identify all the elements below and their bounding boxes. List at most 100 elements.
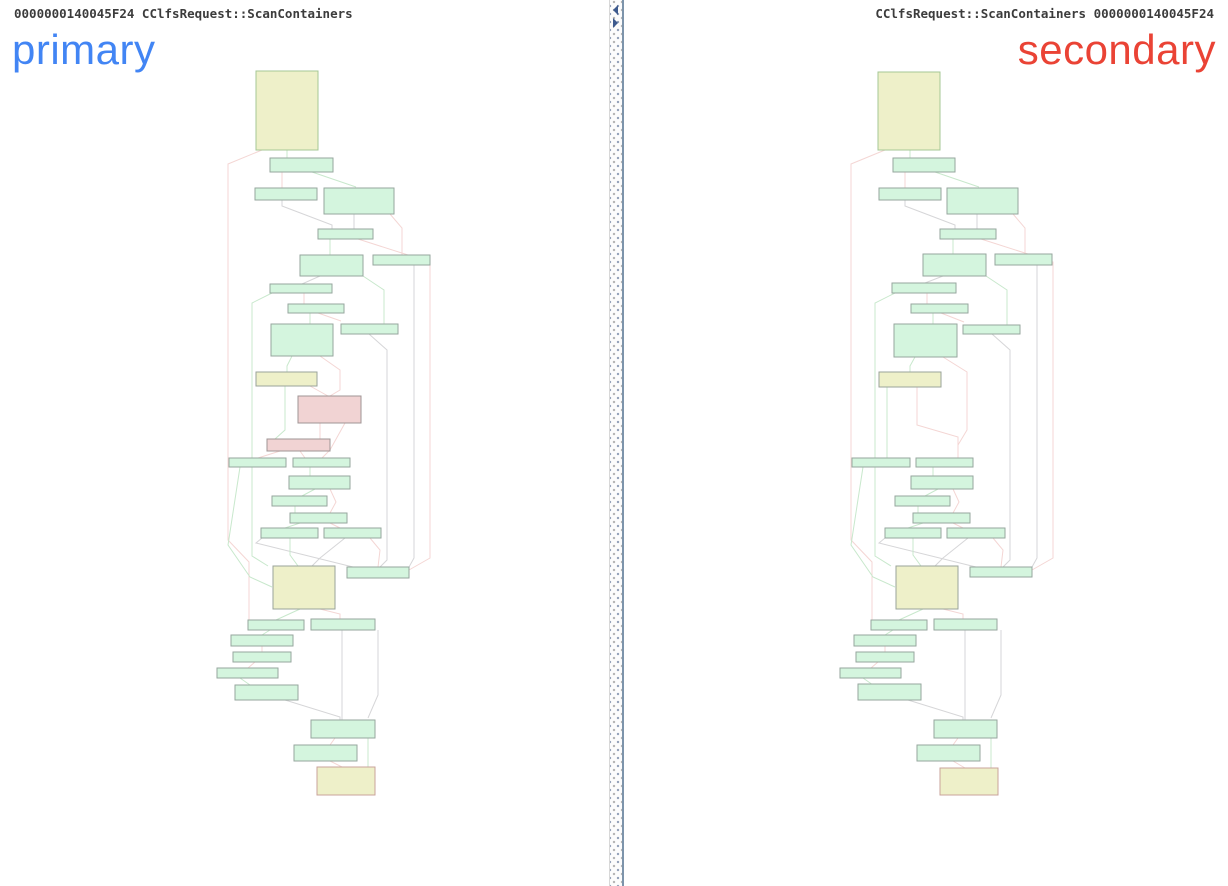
basic-block-node-g[interactable]	[289, 512, 348, 524]
primary-flow-graph	[216, 70, 431, 796]
basic-block-node-g[interactable]	[912, 512, 971, 524]
graph-edge	[311, 537, 346, 567]
basic-block-node-g[interactable]	[910, 475, 974, 490]
basic-block-node-g[interactable]	[299, 254, 364, 277]
basic-block-node-g[interactable]	[892, 157, 956, 173]
graph-edge	[251, 292, 273, 567]
basic-block-node-g[interactable]	[894, 495, 951, 507]
basic-block-node-g[interactable]	[323, 187, 395, 215]
collapse-right-arrow-icon[interactable]	[613, 18, 618, 28]
graph-edge	[317, 312, 342, 322]
graph-edge	[368, 333, 388, 568]
basic-block-node-g[interactable]	[254, 187, 318, 201]
basic-block-node-y[interactable]	[255, 371, 318, 387]
graph-edge	[940, 312, 965, 323]
graph-edge	[916, 387, 959, 458]
basic-block-node-g[interactable]	[857, 683, 922, 701]
graph-edge	[850, 149, 886, 620]
basic-block-node-g[interactable]	[878, 187, 942, 201]
basic-block-node-g[interactable]	[317, 228, 374, 240]
basic-block-node-g[interactable]	[346, 566, 410, 579]
basic-block-node-g[interactable]	[870, 619, 928, 631]
graph-edge	[985, 275, 1008, 325]
basic-block-node-g[interactable]	[962, 324, 1021, 335]
basic-block-node-exit[interactable]	[316, 766, 376, 796]
basic-block-node-g[interactable]	[288, 475, 351, 490]
graph-edge	[912, 538, 922, 567]
basic-block-node-g[interactable]	[310, 719, 376, 739]
graph-edge	[934, 537, 969, 567]
basic-block-node-entry[interactable]	[255, 70, 319, 151]
basic-block-node-g[interactable]	[851, 457, 911, 468]
basic-block-node-g[interactable]	[270, 323, 334, 357]
basic-block-node-y[interactable]	[895, 565, 959, 610]
graph-edge	[311, 171, 357, 188]
graph-edge	[257, 450, 281, 459]
basic-block-node-g[interactable]	[939, 228, 997, 240]
graph-edge	[369, 537, 381, 568]
graph-edge	[274, 386, 286, 440]
graph-edge	[275, 608, 301, 621]
collapse-left-arrow-icon[interactable]	[613, 5, 618, 15]
graph-edge	[261, 629, 271, 636]
graph-edge	[329, 760, 343, 768]
basic-block-node-g[interactable]	[271, 495, 328, 507]
basic-block-node-g[interactable]	[340, 323, 399, 335]
basic-block-node-g[interactable]	[293, 744, 358, 762]
graph-edge	[367, 630, 379, 719]
basic-block-node-g[interactable]	[994, 253, 1053, 266]
basic-block-node-y[interactable]	[272, 565, 336, 610]
graph-edge	[877, 537, 977, 568]
graph-edge	[299, 450, 306, 459]
basic-block-node-g[interactable]	[910, 303, 969, 314]
basic-block-node-g[interactable]	[884, 527, 942, 539]
basic-block-node-g[interactable]	[247, 619, 305, 631]
graph-edge	[952, 760, 966, 769]
basic-block-node-entry[interactable]	[877, 71, 941, 151]
secondary-pane: CClfsRequest::ScanContainers 00000001400…	[624, 0, 1228, 886]
basic-block-node-g[interactable]	[228, 457, 287, 468]
graph-edge	[907, 522, 924, 529]
graph-edge	[850, 466, 896, 588]
basic-block-node-g[interactable]	[230, 634, 294, 647]
primary-function-header: 0000000140045F24 CClfsRequest::ScanConta…	[14, 6, 353, 21]
secondary-function-header: CClfsRequest::ScanContainers 00000001400…	[875, 6, 1214, 21]
basic-block-node-g[interactable]	[260, 527, 319, 539]
graph-edge	[281, 200, 333, 229]
basic-block-node-g[interactable]	[292, 457, 351, 468]
graph-edge	[227, 149, 263, 620]
graph-edge	[301, 275, 321, 285]
basic-block-node-g[interactable]	[269, 283, 333, 294]
basic-block-node-g[interactable]	[916, 744, 981, 762]
basic-block-node-g[interactable]	[933, 618, 998, 631]
basic-block-node-g[interactable]	[839, 667, 902, 679]
basic-block-node-y[interactable]	[878, 371, 942, 388]
basic-block-node-g[interactable]	[946, 527, 1006, 539]
basic-block-node-p[interactable]	[266, 438, 331, 452]
basic-block-node-g[interactable]	[946, 187, 1019, 215]
basic-block-node-g[interactable]	[933, 719, 998, 739]
split-pane-divider[interactable]	[609, 0, 624, 886]
basic-block-node-g[interactable]	[287, 303, 345, 314]
graph-edge	[942, 608, 964, 619]
basic-block-node-p[interactable]	[297, 395, 362, 424]
basic-block-node-g[interactable]	[855, 651, 915, 663]
basic-block-node-g[interactable]	[915, 457, 974, 468]
basic-block-node-g[interactable]	[922, 253, 987, 277]
graph-edge	[309, 385, 329, 397]
basic-block-node-g[interactable]	[216, 667, 279, 679]
basic-block-node-g[interactable]	[372, 254, 431, 266]
basic-block-node-g[interactable]	[323, 527, 382, 539]
basic-block-node-exit[interactable]	[939, 767, 999, 796]
basic-block-node-g[interactable]	[969, 566, 1033, 578]
graph-edge	[284, 522, 301, 529]
basic-block-node-g[interactable]	[310, 618, 376, 631]
basic-block-node-g[interactable]	[893, 323, 958, 358]
basic-block-node-g[interactable]	[232, 651, 292, 663]
basic-block-node-g[interactable]	[269, 157, 334, 173]
graph-edge	[924, 488, 939, 497]
graph-edge	[952, 522, 964, 529]
basic-block-node-g[interactable]	[853, 634, 917, 647]
basic-block-node-g[interactable]	[891, 282, 957, 294]
basic-block-node-g[interactable]	[234, 684, 299, 701]
